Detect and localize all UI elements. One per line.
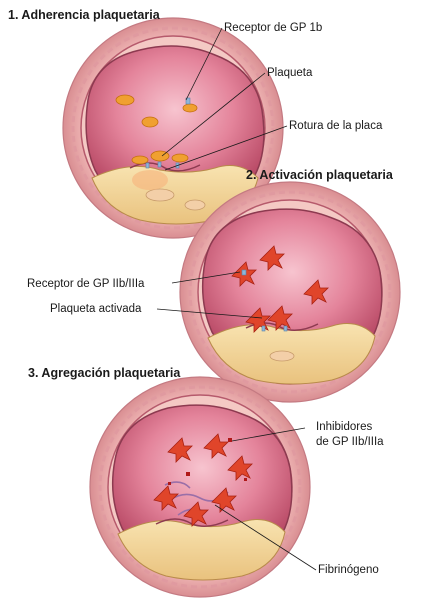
- label-receptor-gp1b: Receptor de GP 1b: [224, 21, 322, 35]
- label-inhibidores-line1: Inhibidores: [316, 420, 372, 434]
- label-receptor-gp2b3a: Receptor de GP IIb/IIIa: [27, 277, 144, 291]
- label-inhibidores-line2: de GP IIb/IIIa: [316, 435, 384, 449]
- vessel-3: [90, 377, 316, 597]
- panel-1-heading: 1. Adherencia plaquetaria: [8, 8, 160, 22]
- label-plaqueta-activada: Plaqueta activada: [50, 302, 141, 316]
- label-fibrinogeno: Fibrinógeno: [318, 563, 379, 577]
- label-rotura-placa: Rotura de la placa: [289, 119, 382, 133]
- panel-2-heading: 2. Activación plaquetaria: [246, 168, 393, 182]
- label-plaqueta: Plaqueta: [267, 66, 312, 80]
- panel-3-heading: 3. Agregación plaquetaria: [28, 366, 180, 380]
